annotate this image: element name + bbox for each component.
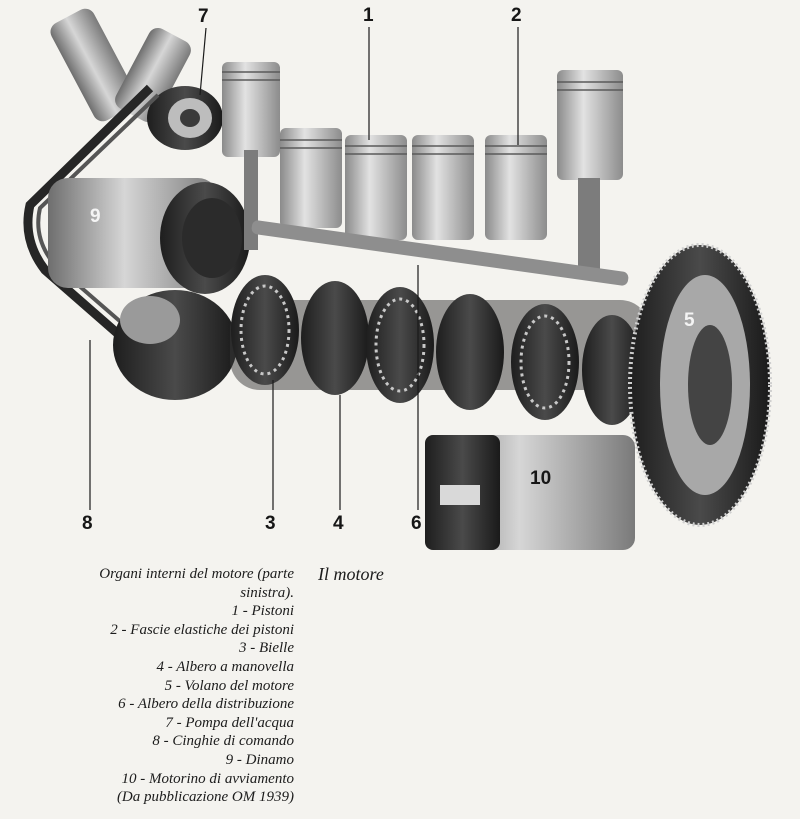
callout-10: 10 bbox=[530, 468, 552, 489]
callout-4: 4 bbox=[333, 513, 344, 534]
engine-figure: 7 1 2 9 5 10 8 3 4 6 bbox=[23, 5, 772, 550]
starter-motor bbox=[425, 435, 635, 550]
caption-line: 7 - Pompa dell'acqua bbox=[165, 714, 294, 731]
callout-9: 9 bbox=[90, 206, 101, 227]
callout-3: 3 bbox=[265, 513, 276, 534]
caption-line: sinistra). bbox=[240, 584, 294, 601]
caption-line: 2 - Fascie elastiche dei pistoni bbox=[110, 621, 294, 638]
dynamo bbox=[48, 178, 250, 294]
caption-line: 5 - Volano del motore bbox=[164, 677, 294, 694]
section-title: Il motore bbox=[318, 564, 384, 584]
callout-2: 2 bbox=[511, 5, 522, 26]
crank-pulley bbox=[113, 290, 237, 400]
caption-line: 8 - Cinghie di comando bbox=[152, 733, 294, 750]
caption-line: (Da pubblicazione OM 1939) bbox=[116, 789, 294, 806]
water-pump bbox=[147, 86, 223, 150]
caption-line: Organi interni del motore (parte bbox=[99, 566, 294, 582]
caption-line: 1 - Pistoni bbox=[231, 603, 295, 620]
callout-8: 8 bbox=[82, 513, 93, 534]
callout-7: 7 bbox=[198, 6, 209, 27]
crankshaft bbox=[230, 275, 650, 425]
caption-line: 3 - Bielle bbox=[239, 640, 294, 657]
flywheel bbox=[628, 243, 772, 527]
callout-5: 5 bbox=[684, 310, 695, 331]
caption-line: 6 - Albero della distribuzione bbox=[118, 696, 294, 713]
engine-illustration bbox=[23, 8, 772, 550]
figure-caption: Organi interni del motore (parte sinistr… bbox=[24, 565, 294, 807]
pistons bbox=[222, 62, 623, 278]
callout-1: 1 bbox=[363, 5, 374, 26]
caption-line: 4 - Albero a manovella bbox=[156, 658, 294, 675]
camshaft bbox=[251, 220, 629, 286]
caption-line: 9 - Dinamo bbox=[225, 751, 294, 768]
caption-line: 10 - Motorino di avviamento bbox=[121, 770, 294, 787]
callout-6: 6 bbox=[411, 513, 422, 534]
callout-lines bbox=[89, 27, 519, 510]
